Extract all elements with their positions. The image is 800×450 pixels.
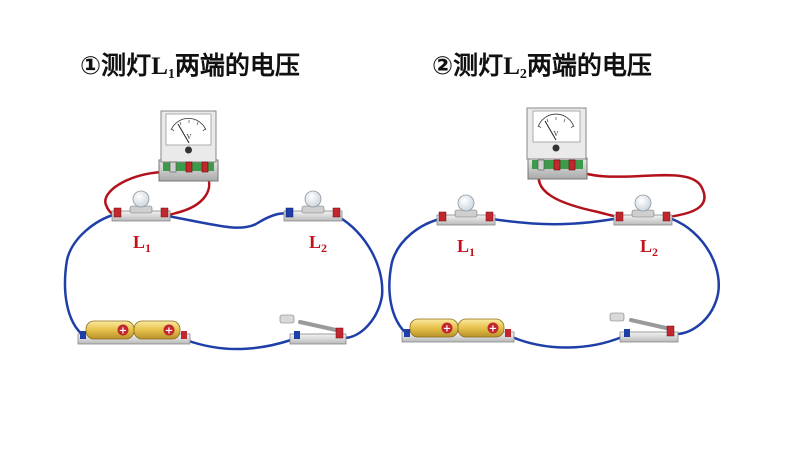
meter-needle — [177, 123, 190, 144]
terminal-15v — [568, 159, 576, 171]
bulb-icon — [132, 190, 150, 208]
label-l1-left: L1 — [133, 232, 152, 255]
meter-needle — [544, 120, 557, 141]
title-measure-l2: ②测灯L2两端的电压 — [432, 46, 652, 83]
label-l2-right: L2 — [640, 236, 659, 259]
switch — [609, 312, 679, 343]
terminal-negative — [537, 159, 545, 171]
meter-unit-label: V — [187, 133, 192, 141]
circled-number: ② — [432, 51, 454, 80]
zero-adjust-knob — [552, 144, 560, 152]
meter-dial — [165, 113, 212, 146]
lamp-subscript: 1 — [167, 67, 175, 82]
title-prefix: 测灯 — [101, 51, 152, 80]
lamp-subscript: 2 — [519, 67, 527, 82]
lamp-l2 — [613, 194, 673, 226]
circled-number: ① — [80, 51, 102, 80]
lamp-symbol: L — [503, 53, 520, 80]
plus-icon: + — [119, 326, 127, 337]
terminal-negative — [169, 161, 177, 173]
terminal-3v — [185, 161, 193, 173]
bulb-icon — [457, 194, 475, 212]
terminal-15v — [201, 161, 209, 173]
lamp-l1 — [111, 190, 171, 222]
switch-handle-icon — [609, 312, 625, 322]
zero-adjust-knob — [185, 146, 192, 154]
circuit-left: V + + — [63, 110, 384, 351]
lamp-l1 — [436, 194, 496, 226]
battery: + + — [77, 320, 191, 345]
title-measure-l1: ①测灯L1两端的电压 — [80, 46, 300, 83]
plus-icon: + — [489, 324, 497, 335]
circuit-wires — [63, 212, 384, 351]
battery: + + — [401, 318, 515, 343]
lamp-symbol: L — [151, 53, 168, 80]
switch-handle-icon — [279, 314, 295, 324]
meter-unit-label: V — [554, 130, 559, 138]
bulb-icon — [634, 194, 652, 212]
label-l1-right: L1 — [457, 236, 476, 259]
title-prefix: 测灯 — [453, 51, 504, 80]
plus-icon: + — [443, 324, 451, 335]
voltmeter: V — [158, 110, 219, 182]
lamp-l2 — [283, 190, 343, 222]
title-suffix: 两端的电压 — [174, 51, 300, 80]
switch — [279, 314, 347, 345]
circuit-right: V + + — [388, 107, 720, 349]
terminal-3v — [553, 159, 561, 171]
plus-icon: + — [165, 326, 173, 337]
bulb-icon — [304, 190, 322, 208]
voltmeter: V — [526, 107, 588, 180]
label-l2-left: L2 — [309, 232, 328, 255]
circuit-wires — [388, 217, 720, 349]
title-suffix: 两端的电压 — [526, 51, 652, 80]
